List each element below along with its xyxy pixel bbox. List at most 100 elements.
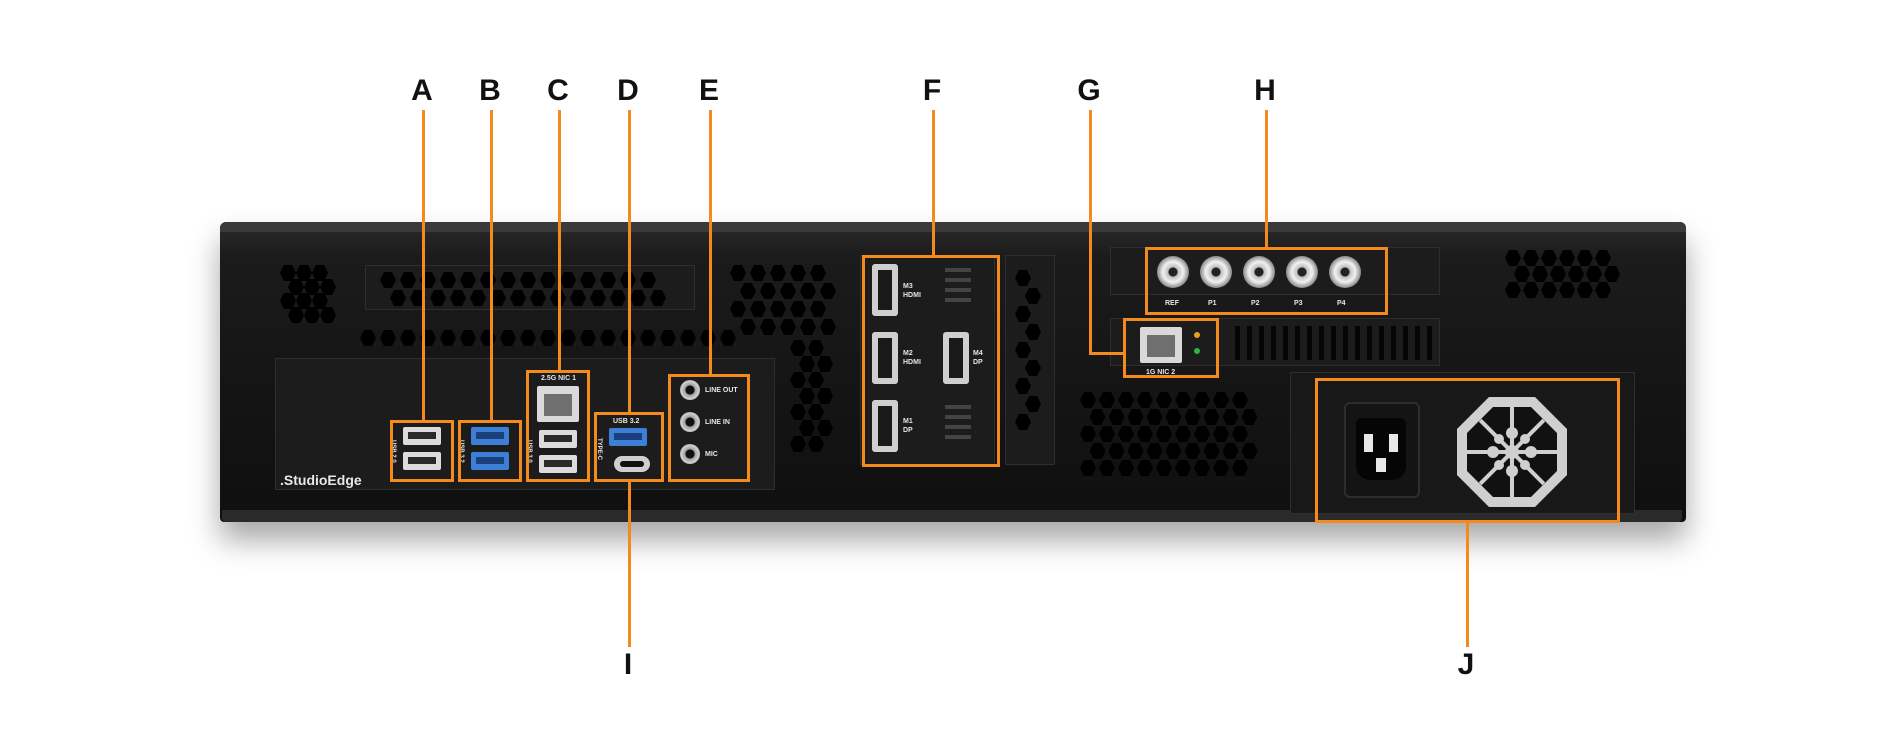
nic-vent-slot [1403, 326, 1408, 360]
line-out-jack [680, 380, 700, 400]
gpu-vent-slot [945, 288, 971, 292]
callout-line-j [1466, 523, 1469, 647]
line-out-label: LINE OUT [705, 387, 738, 394]
nic-vent-slot [1295, 326, 1300, 360]
callout-line-b [490, 110, 493, 420]
ethernet-port-nic2 [1140, 327, 1182, 363]
callout-box-h [1145, 247, 1388, 315]
gpu-vent-slot [945, 278, 971, 282]
callout-letter-d: D [617, 74, 639, 107]
gpu-vent-slot [945, 435, 971, 439]
callout-letter-b: B [479, 74, 501, 107]
nic-vent-slot [1415, 326, 1420, 360]
callout-line-g-elbow [1089, 352, 1123, 355]
line-in-jack [680, 412, 700, 432]
callout-line-i [628, 482, 631, 647]
callout-letter-h: H [1254, 74, 1276, 107]
bnc-label: P2 [1251, 300, 1260, 307]
bnc-label: REF [1165, 300, 1179, 307]
callout-line-a [422, 110, 425, 420]
m4-label: M4 [973, 350, 983, 357]
callout-box-a [390, 420, 454, 482]
nic-vent-slot [1271, 326, 1276, 360]
nic-vent-slot [1247, 326, 1252, 360]
nic-vent-slot [1235, 326, 1240, 360]
bnc-connector [1286, 256, 1318, 288]
m4-dp-port [943, 332, 969, 384]
callout-box-j [1315, 378, 1620, 523]
m2-label: M2 [903, 350, 913, 357]
usb-2-port-bottom [403, 452, 441, 470]
bnc-label: P4 [1337, 300, 1346, 307]
callout-letter-a: A [411, 74, 433, 107]
psu-fan-grille [1457, 397, 1567, 507]
callout-box-e [668, 374, 750, 482]
m2-hdmi-port [872, 332, 898, 384]
usb-2-port-top [403, 427, 441, 445]
callout-line-c [558, 110, 561, 370]
usb-3-0-port-bottom [539, 455, 577, 473]
nic-vent-slot [1307, 326, 1312, 360]
callout-box-b [458, 420, 522, 482]
usb-3-2-port-bottom [471, 452, 509, 470]
bnc-connector [1157, 256, 1189, 288]
gpu-vent-slot [945, 425, 971, 429]
nic-vent-slot [1367, 326, 1372, 360]
callout-box-g [1123, 318, 1219, 378]
ac-power-inlet [1344, 402, 1420, 498]
callout-line-h [1265, 110, 1268, 247]
m1-dp-port [872, 400, 898, 452]
mic-label: MIC [705, 451, 718, 458]
nic-vent-slot [1259, 326, 1264, 360]
m4-type-label: DP [973, 359, 983, 366]
callout-letter-e: E [698, 74, 719, 107]
callout-line-d [628, 110, 631, 412]
callout-letter-c: C [547, 74, 569, 107]
callout-letter-i: I [623, 648, 633, 681]
bnc-label: P1 [1208, 300, 1217, 307]
nic-vent-slot [1391, 326, 1396, 360]
nic2-activity-led [1194, 332, 1200, 338]
m3-type-label: HDMI [903, 292, 921, 299]
nic1-label: 2.5G NIC 1 [541, 375, 577, 382]
nic-vent-slot [1283, 326, 1288, 360]
bnc-connector [1200, 256, 1232, 288]
nic-vent-slot [1379, 326, 1384, 360]
m1-label: M1 [903, 418, 913, 425]
m1-type-label: DP [903, 427, 913, 434]
callout-line-f [932, 110, 935, 255]
ethernet-port-nic1 [537, 386, 579, 422]
nic-vent-slot [1355, 326, 1360, 360]
gpu-vent-slot [945, 405, 971, 409]
usb-3-0-port-top [539, 430, 577, 448]
callout-line-g [1089, 110, 1092, 355]
bnc-connector [1243, 256, 1275, 288]
mic-jack [680, 444, 700, 464]
callout-letter-g: G [1077, 74, 1101, 107]
brand-label: .StudioEdge [280, 472, 362, 488]
usb-3-2-port-top [471, 427, 509, 445]
gpu-vent-slot [945, 268, 971, 272]
usb-type-c-port [614, 456, 650, 472]
nic-vent-slot [1331, 326, 1336, 360]
gpu-vent-slot [945, 415, 971, 419]
callout-box-c [526, 370, 590, 482]
m3-hdmi-port [872, 264, 898, 316]
nic2-link-led [1194, 348, 1200, 354]
m3-label: M3 [903, 283, 913, 290]
nic-vent-slot [1319, 326, 1324, 360]
callout-letter-f: F [922, 74, 942, 107]
bnc-connector [1329, 256, 1361, 288]
bnc-label: P3 [1294, 300, 1303, 307]
chassis-top-lip [220, 222, 1686, 232]
nic-vent-slot [1343, 326, 1348, 360]
callout-box-f [862, 255, 1000, 467]
callout-line-e [709, 110, 712, 374]
nic2-label: 1G NIC 2 [1146, 369, 1176, 376]
nic-vent-slot [1427, 326, 1432, 360]
callout-box-d [594, 412, 664, 482]
usb-d-label: USB 3.2 [613, 418, 640, 425]
callout-letter-j: J [1457, 648, 1475, 681]
gpu-vent-slot [945, 298, 971, 302]
